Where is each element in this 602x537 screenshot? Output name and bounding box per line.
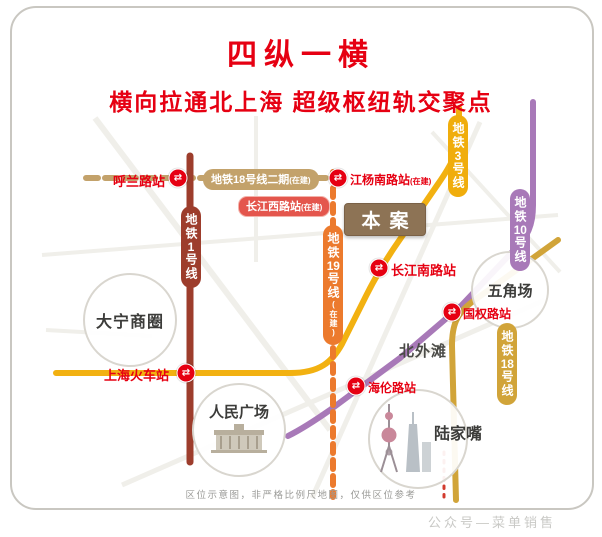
line-label-text: 号线 xyxy=(451,162,465,190)
transfer-icon: ⇄ xyxy=(168,168,188,188)
line-label-text: 号线 xyxy=(326,272,340,300)
watermark: 公众号—菜单销售 xyxy=(428,515,557,530)
line-label-text: 号线 xyxy=(500,370,514,398)
pearl-tower-icon xyxy=(380,404,431,473)
station-shanghai-railway: 上海火车站 xyxy=(104,368,170,383)
transfer-icon: ⇄ xyxy=(346,376,366,396)
station-status: (在建) xyxy=(410,177,432,186)
line-label-text: 号线二期 xyxy=(245,174,290,186)
landmark-label: 大宁商圈 xyxy=(95,314,164,331)
civic-building-icon xyxy=(211,424,267,453)
line-label-text: 号线 xyxy=(184,253,198,281)
line-10-label: 地铁10号线 xyxy=(510,189,530,271)
station-name: 长江西路站 xyxy=(246,201,301,213)
line-number: 18 xyxy=(500,358,514,370)
station-status: (在建) xyxy=(301,203,323,212)
station-hulan-road: 呼兰路站 xyxy=(113,174,166,189)
line-number: 19 xyxy=(326,260,340,272)
line-label-text: 地铁 xyxy=(211,174,233,186)
landmark-renmin-guangchang: 人民广场 xyxy=(192,383,286,477)
landmark-label: 五角场 xyxy=(487,282,533,300)
project-label: 本案 xyxy=(361,211,418,232)
line-18-label: 地铁18号线 xyxy=(497,323,517,405)
transfer-icon: ⇄ xyxy=(328,168,348,188)
title-line-2: 横向拉通北上海 超级枢纽轨交聚点 xyxy=(109,89,493,115)
transfer-icon: ⇄ xyxy=(176,363,196,383)
line-label-text: 地铁 xyxy=(451,122,465,150)
line-status: (在建) xyxy=(289,176,311,185)
landmark-label: 陆家嘴 xyxy=(434,426,483,443)
landmark-label: 人民广场 xyxy=(208,404,269,421)
line-1-label: 地铁1号线 xyxy=(181,206,201,288)
landmark-beiwaitan: 北外滩 xyxy=(399,343,448,360)
line-number: 10 xyxy=(513,224,527,236)
line-label-text: 地铁 xyxy=(184,213,198,241)
station-changjiang-south-road: 长江南路站 xyxy=(391,263,457,278)
project-marker: 本案 xyxy=(344,203,426,236)
map-disclaimer: 区位示意图，非严格比例尺地图，仅供区位参考 xyxy=(185,490,417,501)
line-label-text: 地铁 xyxy=(500,330,514,358)
transfer-icon: ⇄ xyxy=(369,258,389,278)
line-label-text: 号线 xyxy=(513,236,527,264)
station-jiangyang-south-road: 江杨南路站(在建) xyxy=(350,171,431,188)
line-status: (在建) xyxy=(329,300,338,338)
station-changjiang-west-road: 长江西路站(在建) xyxy=(238,196,331,217)
landmark-daning: 大宁商圈 xyxy=(83,273,177,367)
transfer-icon: ⇄ xyxy=(442,302,462,322)
station-name: 江杨南路站 xyxy=(350,173,411,187)
title-line-1: 四纵一横 xyxy=(227,39,375,72)
station-hailun-road: 海伦路站 xyxy=(368,381,417,395)
page-title: 四纵一横 横向拉通北上海 超级枢纽轨交聚点 xyxy=(10,30,592,117)
line-number: 1 xyxy=(187,241,195,253)
line-number: 18 xyxy=(233,174,246,186)
line-3-label: 地铁3号线 xyxy=(448,115,468,197)
line-19-label: 地铁19号线(在建) xyxy=(323,225,343,345)
line-number: 3 xyxy=(454,150,462,162)
station-guoquan-road: 国权路站 xyxy=(463,307,512,321)
line-label-text: 地铁 xyxy=(326,232,340,260)
line-18-phase2-label: 地铁18号线二期(在建) xyxy=(203,169,319,190)
line-label-text: 地铁 xyxy=(513,196,527,224)
